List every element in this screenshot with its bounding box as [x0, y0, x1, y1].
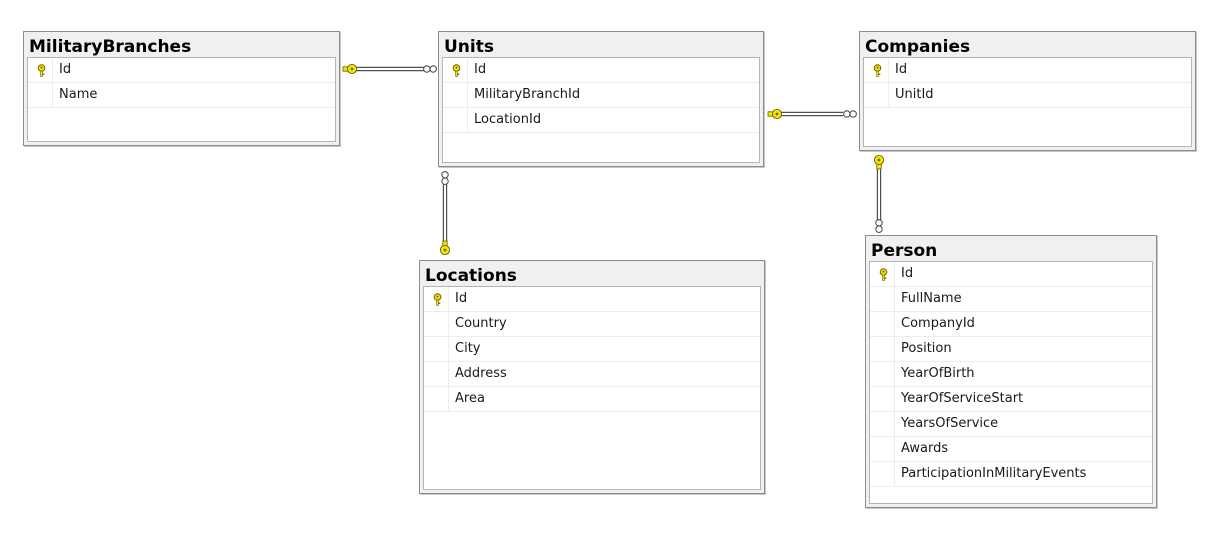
column-name: YearsOfService	[901, 416, 999, 431]
column-row[interactable]: UnitId	[864, 83, 1191, 108]
column-row[interactable]: Id	[28, 58, 335, 83]
column-name: YearOfBirth	[901, 366, 975, 381]
row-selector	[870, 412, 895, 436]
column-row[interactable]: Area	[424, 387, 760, 412]
column-row[interactable]: CompanyId	[870, 312, 1152, 337]
key-end-icon	[342, 63, 358, 75]
many-end-icon	[875, 219, 883, 233]
row-selector	[864, 58, 889, 82]
row-selector	[870, 362, 895, 386]
row-selector	[864, 83, 889, 107]
key-end-icon	[439, 240, 451, 256]
row-selector	[424, 337, 449, 361]
column-name: LocationId	[474, 112, 542, 127]
column-name: Id	[474, 62, 487, 77]
column-row[interactable]: Position	[870, 337, 1152, 362]
relationship-line[interactable]	[348, 66, 426, 72]
column-name: UnitId	[895, 87, 934, 102]
table-title: Locations	[425, 266, 517, 286]
row-selector	[424, 387, 449, 411]
relationship-line[interactable]	[442, 182, 448, 244]
column-name: YearOfServiceStart	[901, 391, 1024, 406]
key-end-icon	[873, 154, 885, 170]
column-row[interactable]: Id	[443, 58, 759, 83]
row-selector	[870, 462, 895, 486]
row-selector	[424, 312, 449, 336]
row-selector	[443, 83, 468, 107]
column-name: Id	[901, 266, 914, 281]
many-end-icon	[843, 110, 857, 118]
column-name: Country	[455, 316, 507, 331]
column-row[interactable]: YearsOfService	[870, 412, 1152, 437]
row-selector	[870, 437, 895, 461]
column-name: City	[455, 341, 481, 356]
relationship-line[interactable]	[773, 111, 843, 117]
primary-key-icon	[873, 64, 882, 77]
row-selector	[870, 262, 895, 286]
column-name: FullName	[901, 291, 962, 306]
column-name: Position	[901, 341, 952, 356]
primary-key-icon	[879, 268, 888, 281]
column-row[interactable]: Address	[424, 362, 760, 387]
column-name: CompanyId	[901, 316, 975, 331]
column-row[interactable]: FullName	[870, 287, 1152, 312]
row-selector	[424, 362, 449, 386]
column-row[interactable]: ParticipationInMilitaryEvents	[870, 462, 1152, 487]
column-row[interactable]: YearOfBirth	[870, 362, 1152, 387]
row-selector	[870, 287, 895, 311]
column-name: Address	[455, 366, 507, 381]
column-row[interactable]: City	[424, 337, 760, 362]
relationship-line[interactable]	[876, 165, 882, 222]
column-row[interactable]: MilitaryBranchId	[443, 83, 759, 108]
column-row[interactable]: Id	[424, 287, 760, 312]
column-name: Awards	[901, 441, 949, 456]
column-row[interactable]: Id	[864, 58, 1191, 83]
row-selector	[870, 337, 895, 361]
column-name: Id	[59, 62, 72, 77]
many-end-icon	[441, 171, 449, 185]
column-row[interactable]: Awards	[870, 437, 1152, 462]
column-row[interactable]: Id	[870, 262, 1152, 287]
column-name: ParticipationInMilitaryEvents	[901, 466, 1087, 481]
row-selector	[870, 387, 895, 411]
table-title: Person	[871, 241, 938, 261]
column-row[interactable]: Name	[28, 83, 335, 108]
row-selector	[424, 287, 449, 311]
table-title: Companies	[865, 37, 971, 57]
column-row[interactable]: LocationId	[443, 108, 759, 133]
row-selector	[28, 83, 53, 107]
primary-key-icon	[433, 293, 442, 306]
row-selector	[870, 312, 895, 336]
primary-key-icon	[452, 64, 461, 77]
column-row[interactable]: YearOfServiceStart	[870, 387, 1152, 412]
table-title: MilitaryBranches	[29, 37, 192, 57]
column-name: Area	[455, 391, 485, 406]
key-end-icon	[767, 108, 783, 120]
column-name: Id	[895, 62, 908, 77]
primary-key-icon	[37, 64, 46, 77]
row-selector	[28, 58, 53, 82]
column-name: Id	[455, 291, 468, 306]
row-selector	[443, 108, 468, 132]
table-title: Units	[444, 37, 494, 57]
many-end-icon	[423, 65, 437, 73]
column-name: MilitaryBranchId	[474, 87, 581, 102]
row-selector	[443, 58, 468, 82]
column-name: Name	[59, 87, 98, 102]
column-row[interactable]: Country	[424, 312, 760, 337]
